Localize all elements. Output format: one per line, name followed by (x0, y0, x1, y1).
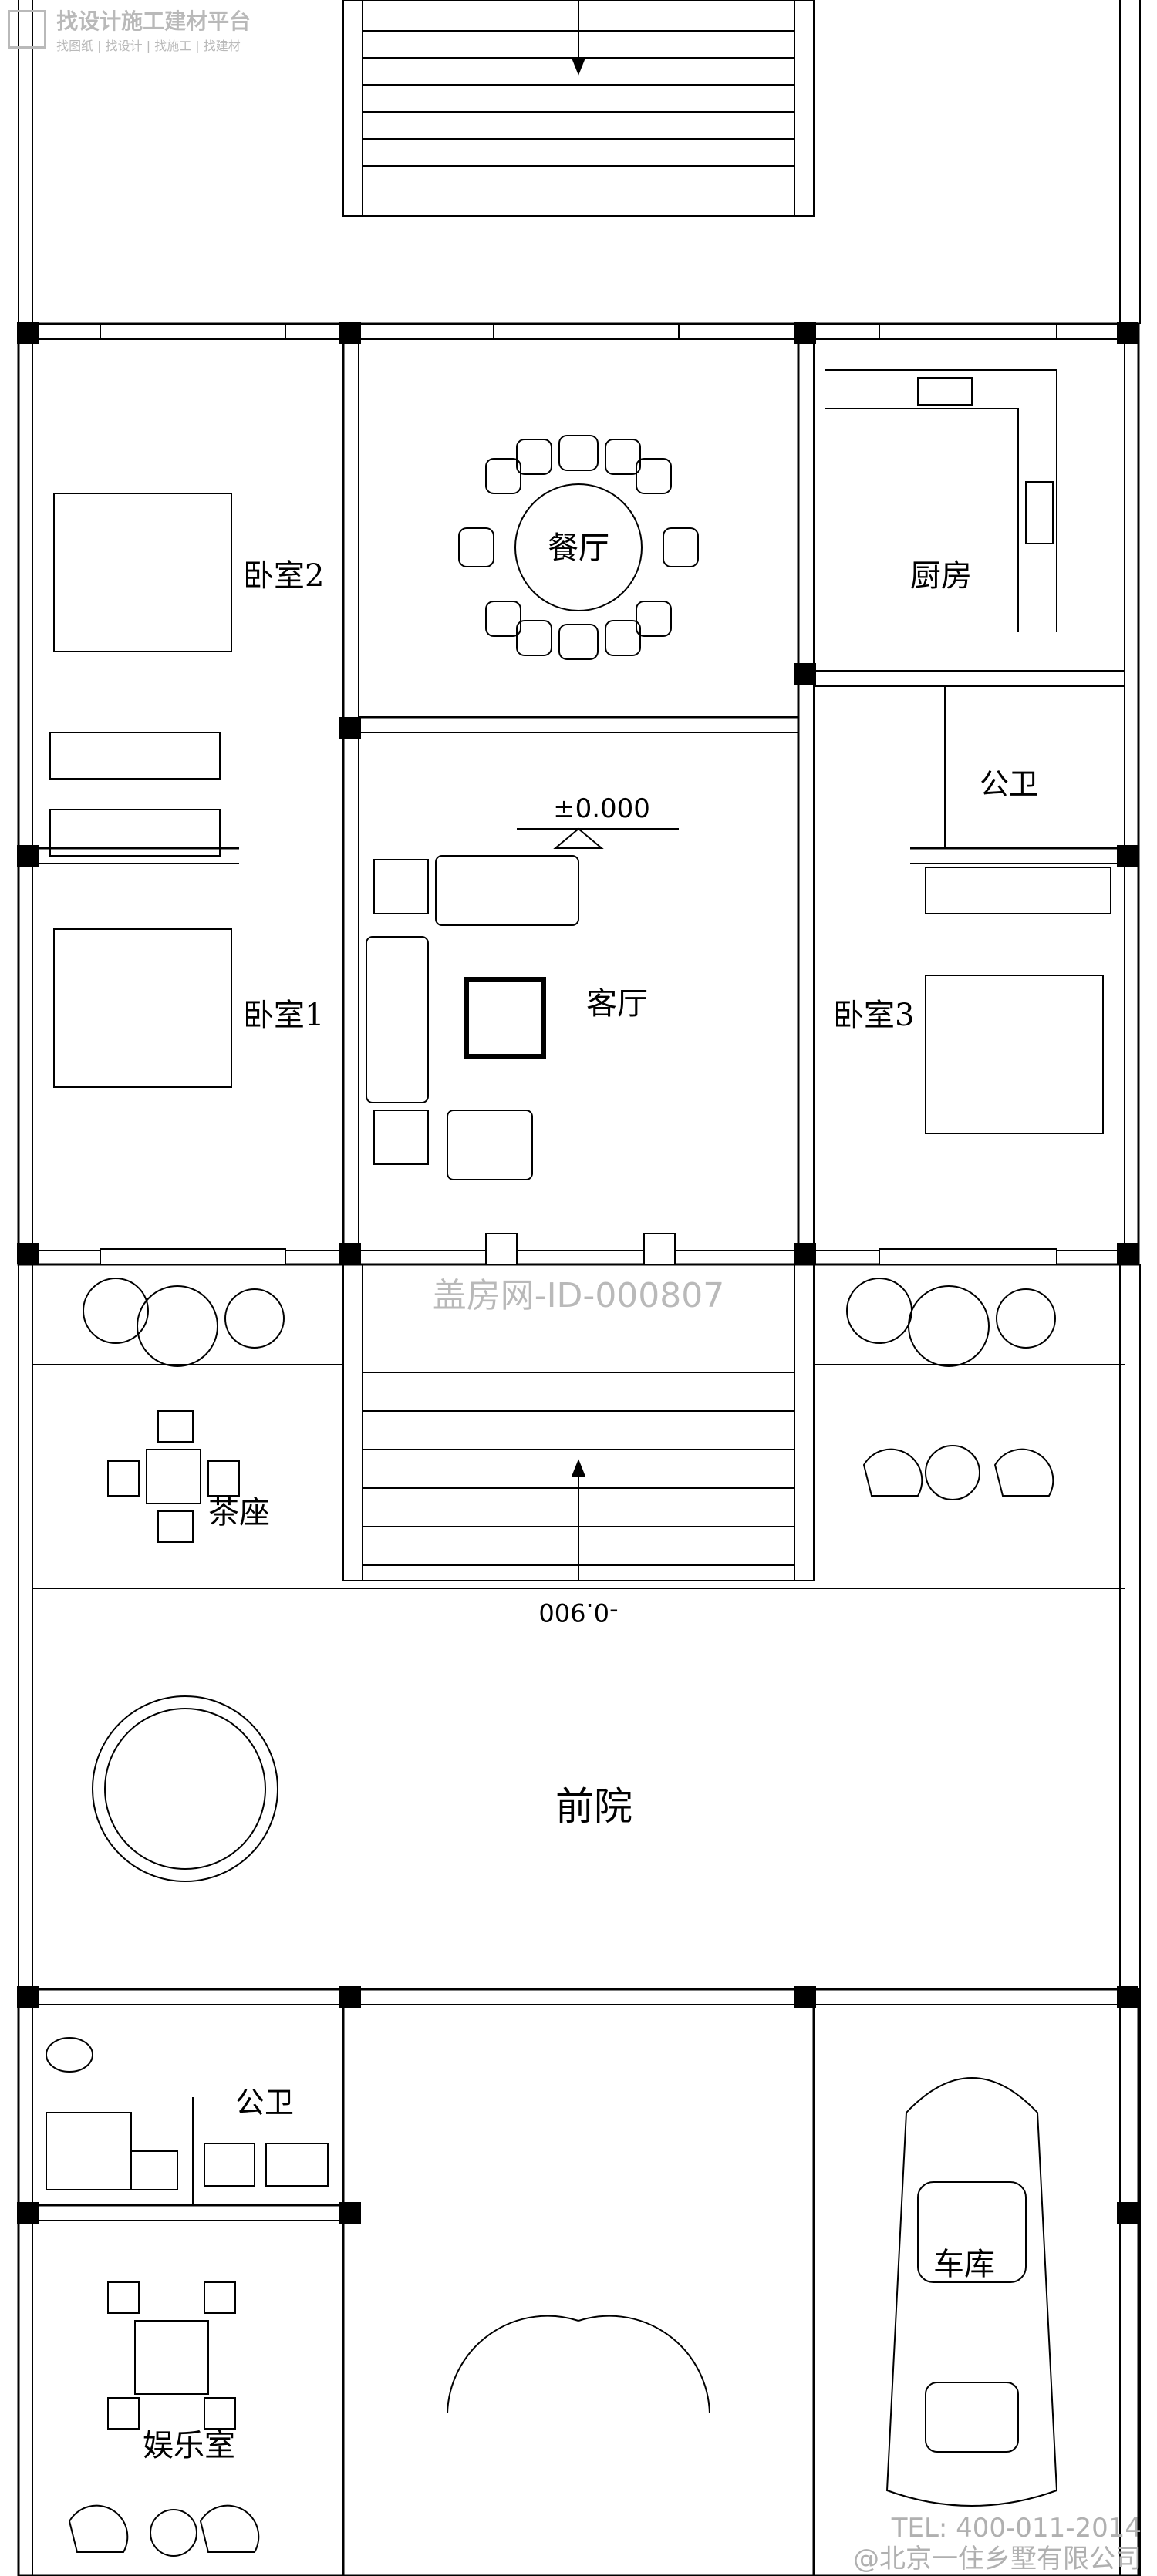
label-dining: 餐厅 (548, 530, 609, 566)
label-front-yard: 前院 (555, 1784, 632, 1829)
platform-title: 找设计施工建材平台 (56, 8, 251, 34)
watermark-id: 盖房网-ID-000807 (433, 1276, 725, 1315)
label-bathroom: 公卫 (980, 767, 1038, 801)
columns (17, 322, 1138, 2224)
label-living: 客厅 (586, 986, 648, 1022)
car (885, 2077, 1058, 2507)
label-bedroom2: 卧室2 (243, 558, 324, 594)
bed-bedroom2 (53, 493, 232, 652)
shrubs (83, 1278, 1056, 1367)
footer-tel: TEL: 400-011-2014 (891, 2513, 1142, 2544)
platform-subtitle: 找图纸 | 找设计 | 找施工 | 找建材 (56, 39, 241, 53)
label-entertainment: 娱乐室 (143, 2428, 235, 2463)
label-tea-seating: 茶座 (208, 1495, 270, 1530)
label-garage: 车库 (933, 2247, 995, 2282)
label-bedroom1: 卧室1 (243, 998, 324, 1033)
footer-company: @北京一住乡墅有限公司 (853, 2544, 1142, 2574)
bed-bedroom3 (925, 975, 1104, 1134)
label-bedroom3: 卧室3 (833, 998, 914, 1033)
level-floor: ±0.000 (553, 793, 650, 824)
level-yard: -0.900 (538, 1598, 618, 1627)
yard-tree (92, 1695, 278, 1882)
label-kitchen: 厨房 (910, 558, 972, 594)
bed-bedroom1 (53, 928, 232, 1088)
dining-chairs (458, 435, 699, 660)
label-bathroom-lower: 公卫 (235, 2086, 294, 2120)
platform-logo-icon (8, 10, 46, 49)
platform-watermark: 找设计施工建材平台 找图纸 | 找设计 | 找施工 | 找建材 (8, 5, 251, 54)
